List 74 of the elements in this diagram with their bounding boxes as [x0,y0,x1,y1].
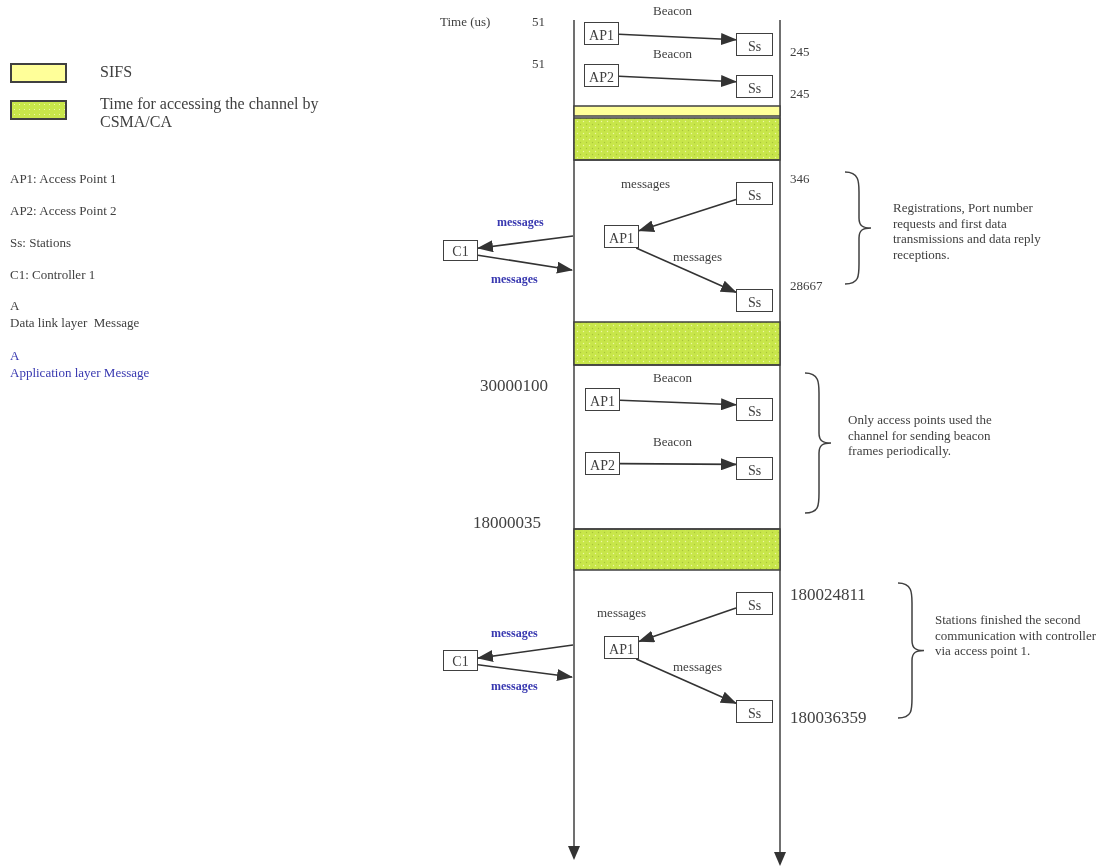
edge-label: messages [490,627,539,639]
time-value: 245 [790,86,810,102]
legend-text: A Data link layer Message [10,298,140,332]
node-label: Ss [747,82,762,96]
entity-box [736,75,773,98]
node-label: C1 [452,655,469,669]
legend-text: AP1: Access Point 1 [10,171,117,187]
entity-box [736,592,773,615]
entity-box [736,289,773,312]
arrow [477,235,574,253]
edge-label: messages [490,680,539,692]
entity-box [443,240,478,261]
entity-box [585,388,620,411]
entity-box [736,700,773,723]
axis-title: Time (us) [440,14,491,30]
node-label: Ss [747,189,762,203]
time-value: 30000100 [480,376,548,397]
time-value: 180024811 [790,585,866,606]
entity-box [736,33,773,56]
time-value: 346 [790,171,810,187]
node-label: AP1 [590,395,615,409]
arrow [477,254,573,274]
time-value: 51 [532,56,545,72]
entity-box [604,225,639,248]
edge-label: messages [490,273,539,285]
arrow [618,33,737,45]
edge-label: messages [496,216,545,228]
entity-box [584,64,619,87]
arrow [635,247,737,294]
arrow [618,75,737,87]
node-label: Ss [747,296,762,310]
arrow [619,458,737,471]
node-label: Ss [747,405,762,419]
time-value: 180036359 [790,708,867,729]
arrow [477,664,573,681]
node-label: Ss [747,707,762,721]
arrow [635,658,737,705]
annotation-text: Stations finished the second communication with controller via access point 1. [935,612,1097,659]
node-label: AP2 [590,459,615,473]
entity-box [585,452,620,475]
arrow [638,607,737,643]
node-label: Ss [747,464,762,478]
arrow [619,398,737,411]
legend-text: Time for accessing the channel by CSMA/CA [100,95,320,132]
edge-label: Beacon [652,47,693,60]
node-label: AP1 [609,643,634,657]
time-value: 18000035 [473,513,541,534]
legend-text: C1: Controller 1 [10,267,96,283]
annotation-text: Only access points used the channel for sending beacon frames periodically. [848,412,993,459]
legend-text: AP2: Access Point 2 [10,203,117,219]
arrow [638,198,737,232]
edge-label: Beacon [652,4,693,17]
entity-box [736,182,773,205]
node-label: C1 [452,245,469,259]
entity-box [736,398,773,421]
legend-text: A Application layer Message [10,348,150,382]
entity-box [584,22,619,45]
entity-box [443,650,478,671]
legend-text: Ss: Stations [10,235,72,251]
legend-text: SIFS [100,63,134,82]
entity-box [604,636,639,659]
node-label: AP1 [609,232,634,246]
node-label: Ss [747,40,762,54]
edge-label: Beacon [652,435,693,448]
time-value: 51 [532,14,545,30]
node-label: AP1 [589,29,614,43]
entity-box [736,457,773,480]
time-value: 245 [790,44,810,60]
annotation-text: Registrations, Port number requests and first data transmissions and data reply receptions. [893,200,1042,263]
node-label: AP2 [589,71,614,85]
time-value: 28667 [790,278,823,294]
edge-label: Beacon [652,371,693,384]
node-label: Ss [747,599,762,613]
arrow [477,644,574,662]
